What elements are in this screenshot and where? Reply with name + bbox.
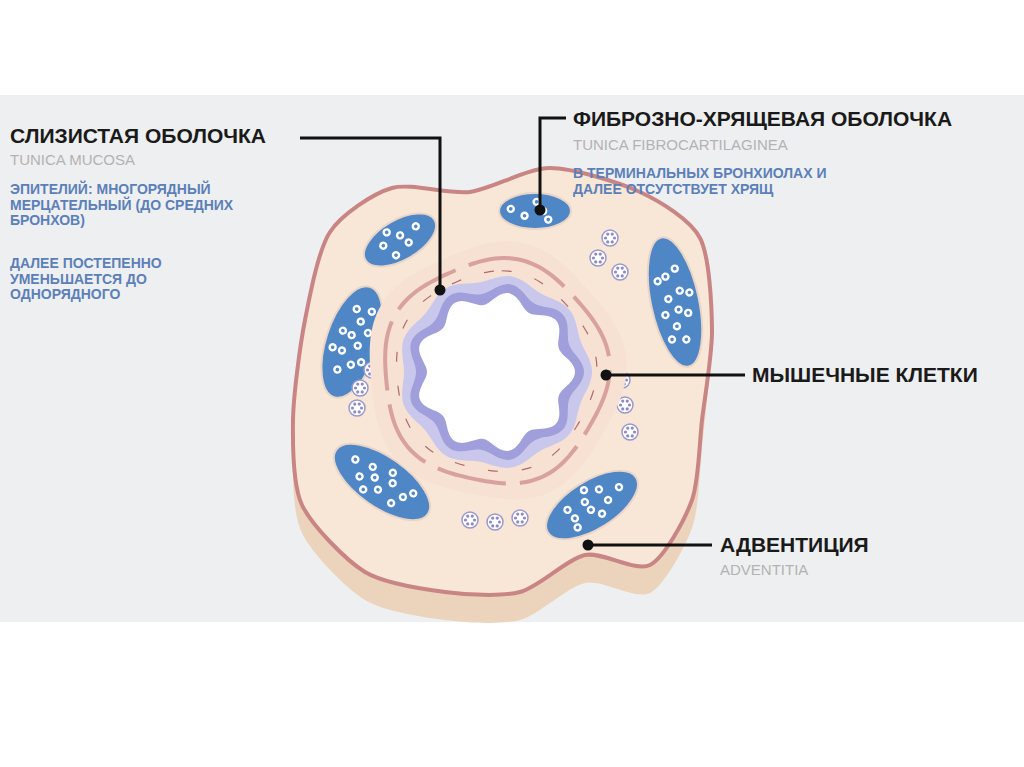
adventitia-outer	[293, 168, 712, 623]
cartilage-plates	[309, 193, 712, 553]
leader-dot	[601, 370, 612, 381]
latin-name: ADVENTITIA	[720, 562, 808, 579]
adventitia-border	[293, 168, 712, 595]
layer-title: МЫШЕЧНЫЕ КЛЕТКИ	[752, 363, 978, 387]
glands	[349, 230, 638, 530]
leader-dot	[583, 540, 594, 551]
layer-title: АДВЕНТИЦИЯ	[720, 533, 869, 557]
bronchus-inner	[370, 241, 627, 499]
note-text: ДАЛЕЕ ПОСТЕПЕННО УМЕНЬШАЕТСЯ ДО ОДНОРЯДН…	[10, 256, 240, 303]
leader-dot	[435, 285, 446, 296]
layer-title: ФИБРОЗНО-ХРЯЩЕВАЯ ОБОЛОЧКА	[573, 107, 952, 131]
latin-name: TUNICA MUCOSA	[10, 152, 135, 169]
lumen	[419, 293, 575, 451]
note-text: ЭПИТЕЛИЙ: МНОГОРЯДНЫЙ МЕРЦАТЕЛЬНЫЙ (ДО С…	[10, 182, 260, 229]
leader-line	[300, 138, 440, 290]
leader-line	[606, 374, 745, 377]
background-panel	[0, 95, 1024, 622]
leader-line	[540, 118, 566, 210]
latin-name: TUNICA FIBROCARTILAGINEA	[573, 137, 788, 154]
leader-line	[588, 544, 712, 547]
layer-title: СЛИЗИСТАЯ ОБОЛОЧКА	[10, 124, 266, 148]
note-text: В ТЕРМИНАЛЬНЫХ БРОНХИОЛАХ И ДАЛЕЕ ОТСУТС…	[573, 166, 848, 197]
leader-dot	[535, 205, 546, 216]
muscle-ring	[385, 258, 610, 483]
mucosa	[402, 276, 592, 468]
